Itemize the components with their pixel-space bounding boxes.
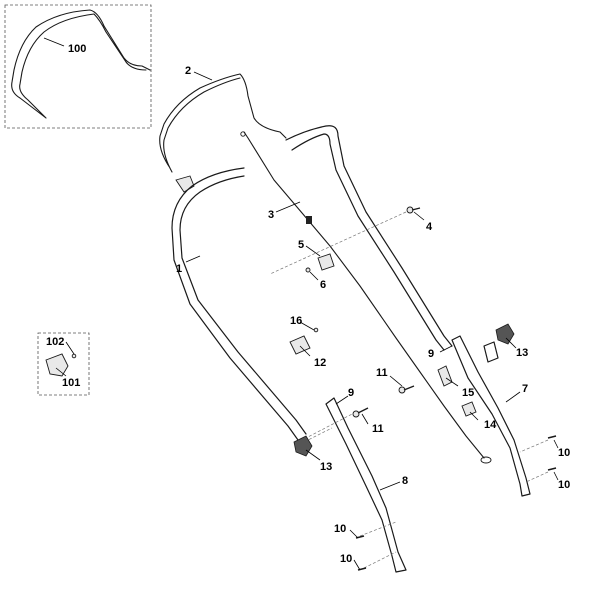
part-2-bail	[159, 73, 287, 173]
part-16-screw	[313, 327, 319, 333]
callout-10-d: 10	[340, 553, 352, 565]
callout-14: 14	[484, 419, 497, 431]
callout-16: 16	[290, 315, 302, 327]
callout-15: 15	[462, 387, 474, 399]
part-6-screw	[305, 267, 311, 273]
callout-10-c: 10	[334, 523, 346, 535]
part-12-bracket	[289, 335, 311, 355]
callout-7: 7	[522, 383, 528, 395]
part-10-screw-b	[547, 467, 557, 471]
leader-lines	[43, 37, 559, 571]
part-11-bolt-upper	[398, 385, 415, 394]
part-11-bolt-lower	[352, 407, 369, 418]
part-5-bracket	[317, 253, 335, 271]
detail-box-101-102	[37, 332, 90, 396]
callout-1: 1	[176, 263, 182, 275]
callout-13-left: 13	[320, 461, 332, 473]
part-4-bolt	[406, 206, 421, 214]
alignment-line-10-lower	[359, 521, 397, 569]
callout-10-a: 10	[558, 447, 570, 459]
callout-9-right: 9	[428, 348, 434, 360]
part-14-clip	[461, 401, 477, 417]
callout-101: 101	[62, 377, 80, 389]
part-102-screw	[71, 353, 77, 359]
callout-100: 100	[68, 43, 86, 55]
callout-2: 2	[185, 65, 191, 77]
part-10-screw-a	[547, 435, 557, 439]
callout-8: 8	[402, 475, 408, 487]
callout-5: 5	[298, 239, 304, 251]
alignment-line-11	[305, 411, 357, 439]
callout-6: 6	[320, 279, 326, 291]
part-15-lever	[437, 365, 453, 387]
detail-box-100	[4, 4, 152, 129]
part-1-upper-tube-right	[285, 125, 453, 351]
callout-11-upper: 11	[376, 367, 388, 379]
part-13-knob-right	[495, 323, 515, 345]
callout-11-lower: 11	[372, 423, 384, 435]
part-10-screw-d	[357, 567, 367, 571]
callout-4: 4	[426, 221, 433, 233]
alignment-line-10-upper	[519, 439, 549, 483]
part-1-upper-tube-left	[171, 167, 307, 441]
part-7-lower-tube	[451, 335, 531, 497]
callout-10-b: 10	[558, 479, 570, 491]
callout-3: 3	[268, 209, 274, 221]
callout-9-left: 9	[348, 387, 354, 399]
part-2-grip	[175, 175, 195, 193]
callout-13-right: 13	[516, 347, 528, 359]
part-101-knob	[45, 353, 69, 377]
part-3-cable	[243, 131, 485, 459]
part-100-bail	[11, 9, 151, 119]
part-8-lower-tube	[325, 397, 407, 573]
callout-12: 12	[314, 357, 326, 369]
callout-102: 102	[46, 336, 64, 348]
